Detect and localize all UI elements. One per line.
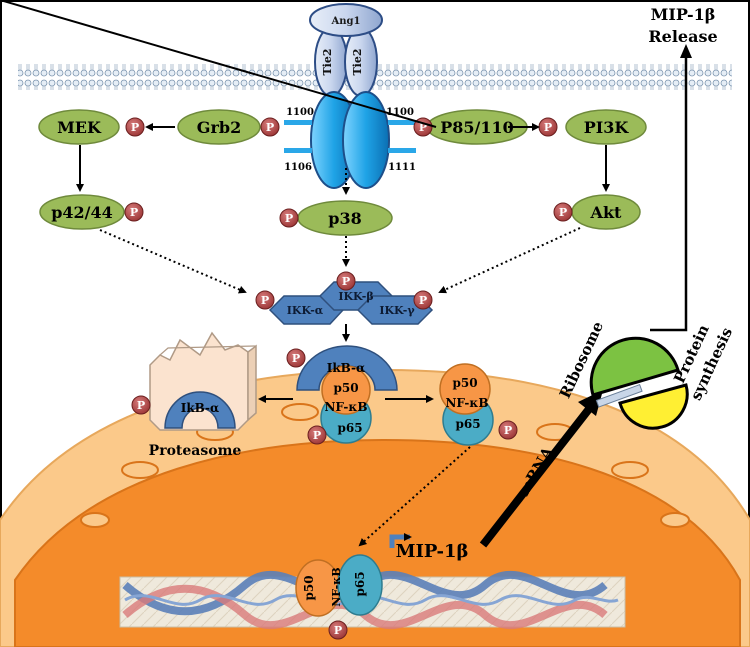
svg-text:p42/44: p42/44 [51,203,113,222]
svg-text:Grb2: Grb2 [197,118,241,137]
p50-dna-label: p50 [302,575,316,600]
mip-gene-label: MIP-1β [396,541,469,562]
svg-text:Akt: Akt [590,203,623,222]
svg-text:P: P [419,294,427,307]
svg-text:P: P [544,121,552,134]
svg-text:P: P [266,121,274,134]
p65-dna-label: p65 [353,571,367,596]
mip-release-line2: Release [648,27,717,46]
svg-text:P: P [313,429,321,442]
p50-complex-label: p50 [333,381,358,395]
release-arrowhead [680,44,692,58]
svg-text:P: P [342,275,350,288]
mip-release-line1: MIP-1β [651,5,716,24]
ang1-label: Ang1 [331,16,361,27]
svg-text:PI3K: PI3K [584,118,630,137]
dotted-arrows [99,168,581,547]
ikk-alpha-label: IKK-α [287,304,324,317]
ikk-complex [268,281,434,325]
site-1100-right: 1100 [386,107,414,118]
p65-complex-label: p65 [337,421,362,435]
phosphate-labels: P P P P P P P P P P P P P P P [130,121,567,637]
p65-free-label: p65 [455,417,480,431]
svg-text:P: P [334,624,342,637]
grb2-node: Grb2 [177,109,261,145]
nfkb-free-complex [439,363,494,446]
svg-text:P: P [559,206,567,219]
nfkb-free-label: NF-κB [445,396,488,410]
proteasome-label: Proteasome [149,443,242,459]
phosphate-markers [124,117,573,640]
ikb-alpha-complex-label: IkB-α [327,361,366,375]
tie2-left-label: Tie2 [321,48,334,75]
nfkb-dna-label: NF-κB [330,567,343,606]
nfkb-ikb-complex [296,345,398,444]
release-line [650,55,688,332]
p42-44-node: p42/44 [39,194,125,230]
svg-text:P: P [419,121,427,134]
svg-text:P: P [137,399,145,412]
svg-text:MEK: MEK [57,118,102,137]
nfkb-complex-label: NF-κB [324,400,367,414]
svg-text:P: P [285,212,293,225]
ribosome [589,336,689,430]
p38-node: p38 [297,200,393,236]
ikk-beta-label: IKK-β [338,290,373,303]
proteasome-shape [149,331,257,431]
nfkb-dna-complex [295,554,383,617]
akt-node: Akt [571,194,641,230]
pathway-arrows [0,0,610,548]
mrna-arrow [479,397,600,548]
site-1111: 1111 [388,162,416,173]
pi3k-node: PI3K [565,109,647,145]
svg-text:p38: p38 [328,209,361,228]
svg-text:P: P [261,294,269,307]
site-1100-left: 1100 [286,107,314,118]
p50-free-label: p50 [452,376,477,390]
svg-text:P: P [130,206,138,219]
site-1106: 1106 [284,162,312,173]
ikb-alpha-proteasome-label: IkB-α [181,401,220,415]
svg-text:P: P [292,352,300,365]
svg-text:P85/110: P85/110 [440,118,514,137]
svg-text:P: P [504,424,512,437]
p85-110-node: P85/110 [426,109,528,145]
svg-text:P: P [131,121,139,134]
ikk-gamma-label: IKK-γ [379,304,415,317]
mrna-arrowhead [578,390,603,416]
mek-node: MEK [38,109,120,145]
tie2-right-label: Tie2 [351,48,364,75]
